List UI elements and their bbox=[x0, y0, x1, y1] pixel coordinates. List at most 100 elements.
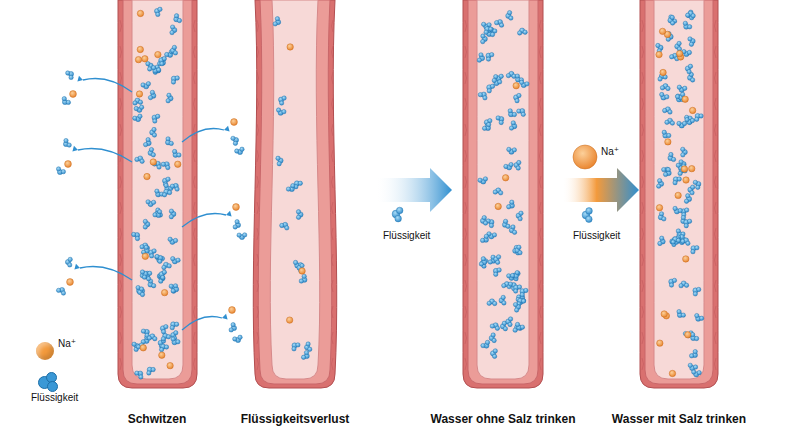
water-atom bbox=[483, 96, 487, 100]
water-molecule bbox=[677, 309, 686, 317]
water-atom bbox=[170, 184, 174, 188]
wall-texture bbox=[194, 254, 196, 266]
sodium-ion bbox=[167, 362, 173, 368]
water-atom bbox=[146, 277, 150, 281]
water-atom bbox=[166, 99, 170, 103]
water-molecule bbox=[171, 337, 180, 345]
wall-texture bbox=[332, 20, 334, 32]
wall-texture bbox=[540, 20, 542, 32]
water-atom bbox=[174, 14, 178, 18]
water-atom bbox=[507, 10, 511, 14]
process-arrow bbox=[562, 168, 639, 212]
water-atom bbox=[670, 121, 674, 125]
water-atom bbox=[520, 292, 524, 296]
wall-texture bbox=[120, 280, 122, 292]
vessel-wall bbox=[463, 0, 543, 388]
water-atom bbox=[490, 324, 494, 328]
water-atom bbox=[151, 66, 155, 70]
wall-texture bbox=[465, 176, 467, 188]
water-atom bbox=[478, 92, 482, 96]
water-atom bbox=[691, 14, 695, 18]
water-molecule bbox=[299, 274, 307, 283]
water-atom bbox=[140, 159, 144, 163]
water-atom bbox=[133, 101, 137, 105]
water-molecule bbox=[286, 184, 295, 192]
wall-texture bbox=[540, 72, 542, 84]
water-atom bbox=[174, 331, 178, 335]
water-atom bbox=[695, 313, 699, 317]
water-atom bbox=[176, 258, 180, 262]
water-atom bbox=[140, 245, 144, 249]
wall-texture bbox=[194, 358, 196, 370]
water-atom bbox=[69, 75, 73, 79]
water-atom bbox=[679, 283, 683, 287]
water-molecule bbox=[276, 156, 283, 166]
water-atom bbox=[67, 143, 71, 147]
water-molecule bbox=[66, 71, 74, 80]
wall-texture bbox=[540, 150, 542, 162]
wall-texture bbox=[465, 228, 467, 240]
water-molecule bbox=[695, 313, 704, 321]
water-atom bbox=[481, 39, 485, 43]
water-atom bbox=[521, 299, 525, 303]
water-atom bbox=[497, 268, 501, 272]
water-molecule bbox=[509, 121, 517, 131]
water-atom bbox=[176, 340, 180, 344]
water-atom bbox=[175, 76, 179, 80]
wall-texture bbox=[120, 46, 122, 58]
water-atom bbox=[282, 109, 286, 113]
water-atom bbox=[502, 301, 506, 305]
water-molecule bbox=[151, 66, 160, 74]
wall-texture bbox=[715, 176, 717, 188]
water-atom bbox=[663, 172, 667, 176]
water-atom bbox=[484, 234, 488, 238]
wall-texture bbox=[465, 98, 467, 110]
sweat-arrow bbox=[80, 267, 132, 281]
water-molecule bbox=[134, 105, 144, 112]
water-atom bbox=[521, 299, 525, 303]
water-molecule bbox=[155, 254, 163, 263]
water-atom bbox=[153, 119, 157, 123]
wall-texture bbox=[257, 306, 259, 318]
wall-texture bbox=[642, 280, 644, 292]
water-molecule bbox=[486, 52, 494, 61]
water-atom bbox=[141, 83, 145, 87]
water-atom bbox=[677, 41, 681, 45]
water-atom bbox=[515, 270, 519, 274]
water-molecule bbox=[235, 147, 245, 155]
wall-texture bbox=[194, 280, 196, 292]
water-atom bbox=[490, 84, 494, 88]
water-atom bbox=[671, 157, 675, 161]
water-atom bbox=[512, 112, 516, 116]
water-molecule bbox=[671, 236, 680, 244]
water-atom bbox=[173, 51, 177, 55]
water-molecule bbox=[516, 211, 523, 221]
water-molecule bbox=[484, 26, 493, 34]
water-atom bbox=[56, 167, 60, 171]
arrow-head bbox=[221, 314, 227, 321]
water-molecule bbox=[662, 107, 672, 114]
wall-texture bbox=[120, 20, 122, 32]
wall-texture bbox=[715, 202, 717, 214]
wall-texture bbox=[465, 358, 467, 370]
wall-texture bbox=[715, 98, 717, 110]
water-molecule bbox=[153, 210, 162, 218]
water-atom bbox=[493, 301, 497, 305]
water-molecule bbox=[489, 333, 496, 343]
water-atom bbox=[151, 367, 155, 371]
water-atom bbox=[689, 42, 693, 46]
wall-texture bbox=[194, 228, 196, 240]
sodium-ion bbox=[144, 173, 150, 179]
water-molecule bbox=[681, 238, 691, 246]
wall-texture bbox=[332, 176, 334, 188]
water-atom bbox=[697, 370, 701, 374]
water-atom bbox=[517, 245, 521, 249]
water-atom bbox=[177, 18, 181, 22]
sodium-ion bbox=[135, 56, 141, 62]
water-atom bbox=[171, 289, 175, 293]
water-molecule bbox=[487, 84, 495, 93]
water-atom bbox=[162, 270, 166, 274]
water-atom bbox=[132, 232, 136, 236]
vessel-wall bbox=[640, 0, 718, 388]
water-molecule bbox=[688, 363, 698, 371]
